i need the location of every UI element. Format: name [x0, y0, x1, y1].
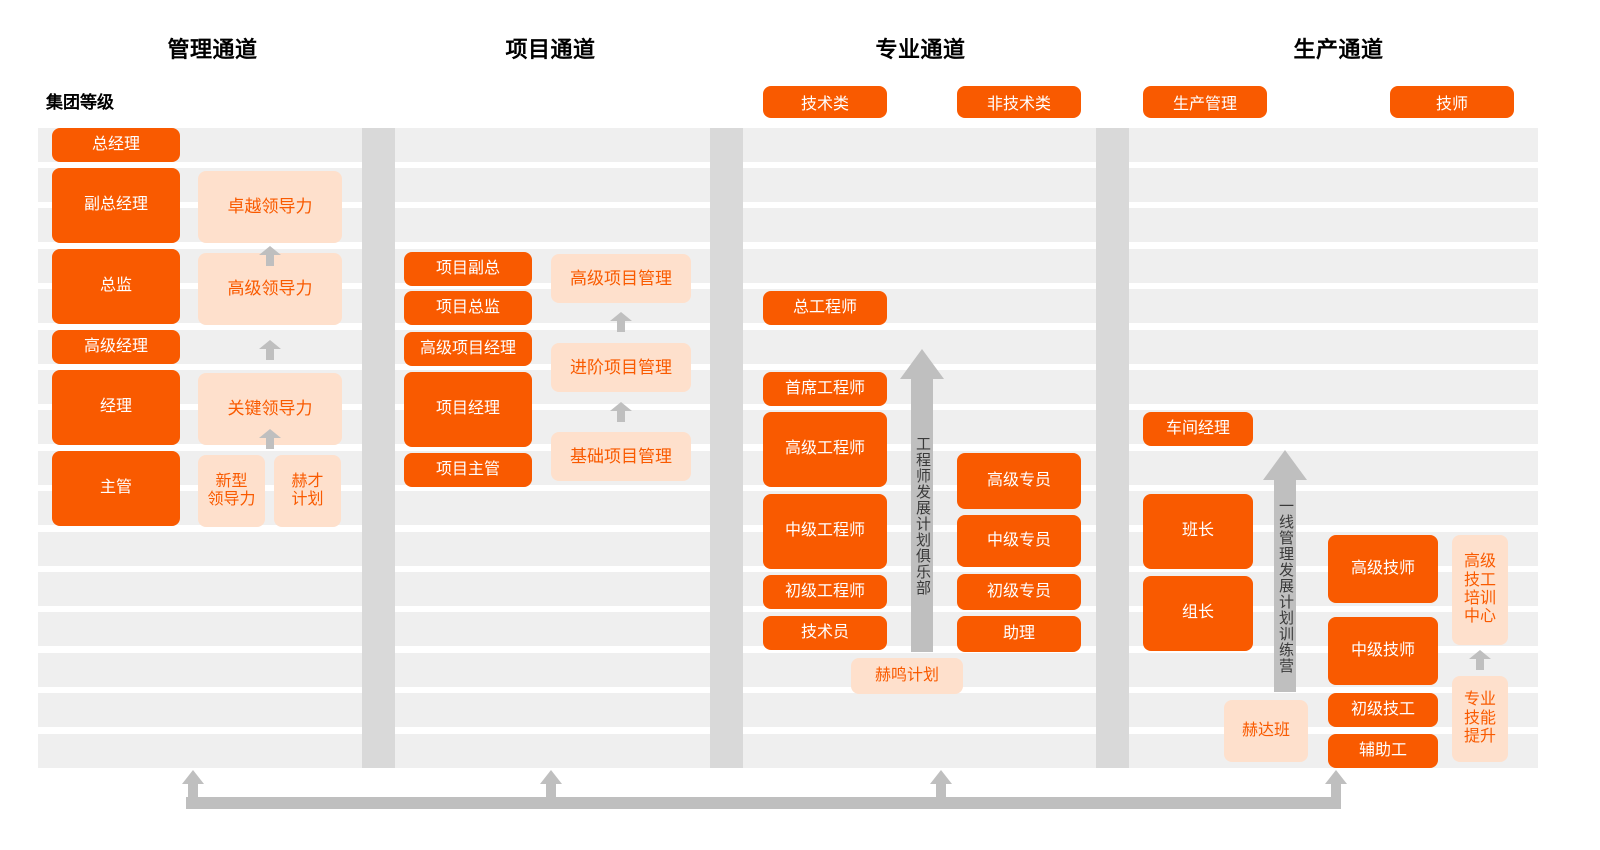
position-box-technical[interactable]: 初级工程师 [763, 575, 887, 609]
position-box-management[interactable]: 总经理 [52, 128, 180, 162]
program-box-project[interactable]: 进阶项目管理 [551, 343, 691, 392]
position-box-non-technical[interactable]: 中级专员 [957, 515, 1081, 567]
position-box-project[interactable]: 项目经理 [404, 372, 532, 447]
position-box-project[interactable]: 项目副总 [404, 252, 532, 286]
program-box-project[interactable]: 高级项目管理 [551, 254, 691, 303]
bottom-bracket-tick [936, 783, 946, 799]
program-box-professional[interactable]: 赫鸣计划 [851, 658, 963, 694]
column-divider-2 [710, 128, 743, 768]
position-box-technical[interactable]: 中级工程师 [763, 494, 887, 569]
position-box-non-technical[interactable]: 助理 [957, 616, 1081, 652]
frontline-management-arrow-label: 一线管理发展计划训练营 [1277, 498, 1294, 674]
cap-badge-production-management[interactable]: 生产管理 [1143, 86, 1267, 118]
position-box-management[interactable]: 经理 [52, 370, 180, 445]
position-box-production-management[interactable]: 组长 [1143, 576, 1253, 651]
channel-title-professional: 专业通道 [875, 37, 966, 62]
up-arrow-icon [259, 429, 281, 449]
grid-row-band [38, 734, 1538, 768]
position-box-project[interactable]: 项目总监 [404, 291, 532, 325]
bottom-bracket-bar [186, 797, 1341, 809]
position-box-project[interactable]: 项目主管 [404, 453, 532, 487]
position-box-technician[interactable]: 辅助工 [1328, 734, 1438, 768]
position-box-non-technical[interactable]: 初级专员 [957, 574, 1081, 610]
program-box-management[interactable]: 赫才 计划 [274, 455, 341, 527]
up-arrow-icon [1325, 770, 1347, 784]
position-box-non-technical[interactable]: 高级专员 [957, 453, 1081, 509]
position-box-technical[interactable]: 总工程师 [763, 291, 887, 325]
cap-badge-technician[interactable]: 技师 [1390, 86, 1514, 118]
column-divider-1 [362, 128, 395, 768]
position-box-management[interactable]: 主管 [52, 451, 180, 526]
cap-badge-technical[interactable]: 技术类 [763, 86, 887, 118]
position-box-technical[interactable]: 技术员 [763, 616, 887, 650]
up-arrow-icon [182, 770, 204, 784]
up-arrow-icon [540, 770, 562, 784]
position-box-project[interactable]: 高级项目经理 [404, 332, 532, 366]
column-divider-3 [1096, 128, 1129, 768]
up-arrow-icon [1469, 650, 1491, 670]
program-box-production[interactable]: 赫达班 [1224, 700, 1308, 762]
grid-row-band [38, 128, 1538, 162]
channel-title-production: 生产通道 [1293, 37, 1384, 62]
bottom-bracket-tick [188, 783, 198, 799]
bottom-bracket-tick [546, 783, 556, 799]
position-box-technician[interactable]: 初级技工 [1328, 693, 1438, 727]
channel-title-project: 项目通道 [505, 37, 596, 62]
position-box-technician[interactable]: 高级技师 [1328, 535, 1438, 603]
position-box-technician[interactable]: 中级技师 [1328, 617, 1438, 685]
cap-badge-non-technical[interactable]: 非技术类 [957, 86, 1081, 118]
up-arrow-icon [259, 340, 281, 360]
position-box-technical[interactable]: 首席工程师 [763, 372, 887, 406]
program-box-management[interactable]: 新型 领导力 [198, 455, 265, 527]
position-box-production-management[interactable]: 班长 [1143, 494, 1253, 569]
program-box-management[interactable]: 卓越领导力 [198, 171, 342, 243]
group-grade-label: 集团等级 [46, 93, 114, 112]
program-box-production[interactable]: 高级 技工 培训 中心 [1452, 535, 1508, 645]
channel-title-management: 管理通道 [167, 37, 258, 62]
program-box-management[interactable]: 关键领导力 [198, 373, 342, 445]
grid-row-band [38, 653, 1538, 687]
engineer-development-arrow: 工程师发展计划俱乐部 [900, 349, 944, 652]
position-box-management[interactable]: 总监 [52, 249, 180, 324]
position-box-management[interactable]: 副总经理 [52, 168, 180, 243]
up-arrow-icon [930, 770, 952, 784]
grid-row-band [38, 330, 1538, 364]
frontline-management-arrow: 一线管理发展计划训练营 [1263, 450, 1307, 692]
up-arrow-icon [610, 312, 632, 332]
position-box-technical[interactable]: 高级工程师 [763, 412, 887, 487]
position-box-management[interactable]: 高级经理 [52, 330, 180, 364]
bottom-bracket-tick [1331, 783, 1341, 799]
grid-row-band [38, 693, 1538, 727]
program-box-project[interactable]: 基础项目管理 [551, 432, 691, 481]
program-box-production[interactable]: 专业 技能 提升 [1452, 676, 1508, 762]
up-arrow-icon [610, 402, 632, 422]
engineer-development-arrow-label: 工程师发展计划俱乐部 [914, 436, 931, 596]
up-arrow-icon [259, 246, 281, 266]
position-box-production-management[interactable]: 车间经理 [1143, 412, 1253, 446]
